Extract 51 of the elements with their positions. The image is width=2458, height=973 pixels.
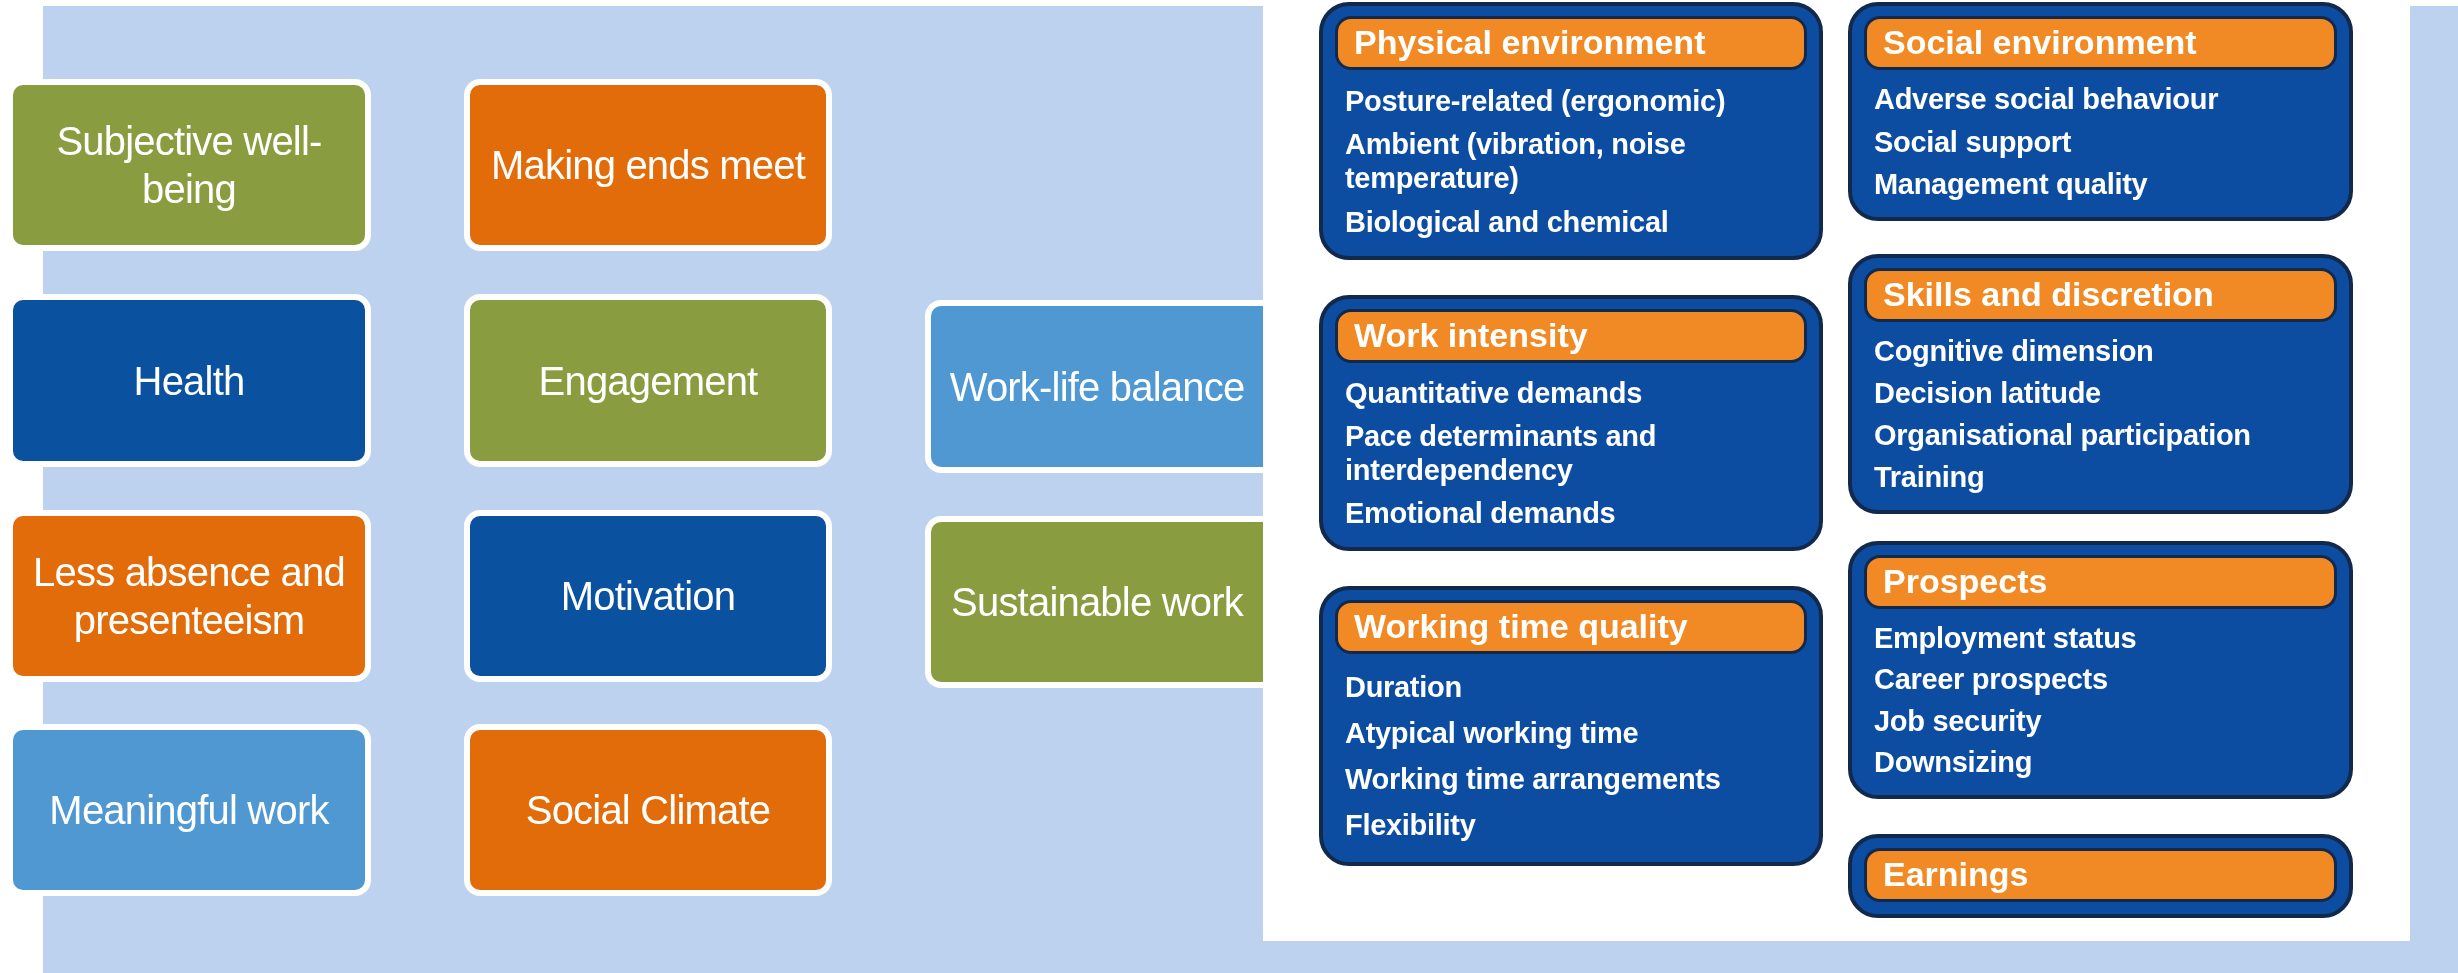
outcome-box: [464, 294, 832, 467]
list-item: Cognitive dimension: [1874, 334, 2155, 368]
category-card: [1848, 834, 2353, 918]
list-item: Employment status: [1874, 620, 2138, 655]
list-item: Biological and chemical: [1345, 204, 1670, 239]
category-card: [1319, 586, 1823, 866]
list-item: Posture-related (ergonomic): [1345, 83, 1727, 118]
list-item: Emotional demands: [1345, 496, 1617, 530]
list-item: Training: [1874, 460, 1986, 494]
category-heading: Prospects: [1864, 555, 2337, 609]
outcome-box: [464, 510, 832, 682]
category-card: [1319, 295, 1823, 551]
category-heading: Physical environment: [1335, 16, 1807, 70]
box-label: Health: [133, 357, 245, 405]
list-item: Pace determinants and interdependency: [1345, 419, 1658, 487]
category-heading: Social environment: [1864, 16, 2337, 70]
list-item: Ambient (vibration, noise temperature): [1345, 127, 1687, 195]
list-item: Organisational participation: [1874, 418, 2252, 452]
box-label: Making ends meet: [490, 142, 805, 189]
outcome-box: [464, 724, 832, 896]
list-item: Adverse social behaviour: [1874, 82, 2220, 117]
list-item: Duration: [1345, 670, 1463, 704]
category-heading: Work intensity: [1335, 309, 1807, 363]
category-heading: Earnings: [1864, 848, 2337, 902]
box-label: Engagement: [538, 357, 758, 405]
box-label: Meaningful work: [49, 787, 329, 834]
box-label: Subjective well-being: [55, 118, 323, 213]
outcome-box: [925, 516, 1263, 688]
box-label: Sustainable work: [951, 579, 1243, 626]
category-card: [1848, 541, 2353, 799]
box-label: Motivation: [560, 573, 736, 620]
category-card: [1319, 2, 1823, 260]
list-item: Career prospects: [1874, 662, 2109, 697]
box-label: Social Climate: [525, 787, 771, 834]
category-card: [1848, 254, 2353, 514]
list-item: Decision latitude: [1874, 376, 2102, 410]
list-item: Atypical working time: [1345, 716, 1640, 750]
list-item: Working time arrangements: [1345, 762, 1722, 796]
list-item: Social support: [1874, 124, 2073, 159]
list-item: Flexibility: [1345, 808, 1477, 842]
list-item: Job security: [1874, 703, 2043, 738]
outcome-box: [925, 300, 1263, 473]
category-card: [1848, 2, 2353, 221]
box-label: Less absence and presenteeism: [32, 549, 346, 644]
list-item: Downsizing: [1874, 745, 2034, 780]
list-item: Quantitative demands: [1345, 376, 1643, 410]
category-heading: Working time quality: [1335, 600, 1807, 654]
category-heading: Skills and discretion: [1864, 268, 2337, 322]
list-item: Management quality: [1874, 166, 2149, 201]
box-label: Work-life balance: [949, 363, 1245, 411]
outcome-box: [464, 79, 832, 251]
